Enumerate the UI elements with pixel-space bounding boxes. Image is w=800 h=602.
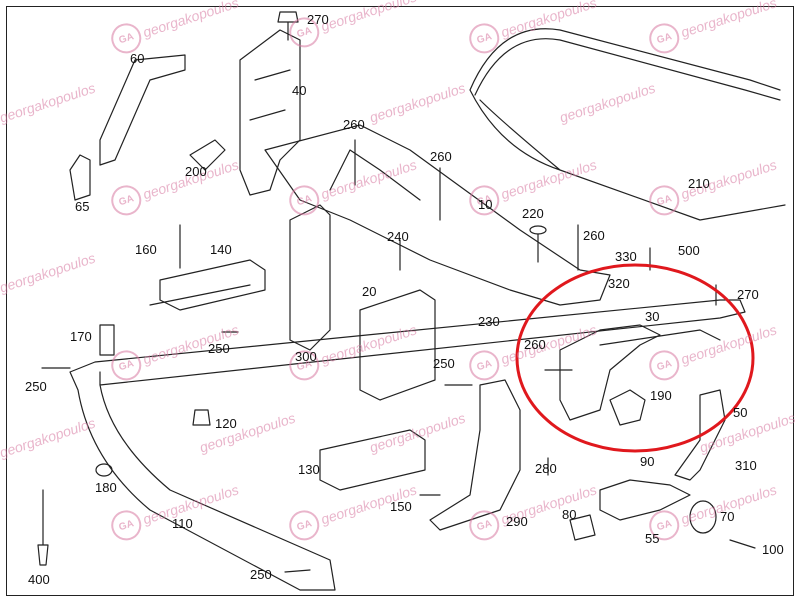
part-label: 400 xyxy=(28,572,50,587)
part-label: 140 xyxy=(210,242,232,257)
part-label: 330 xyxy=(615,249,637,264)
part-label: 10 xyxy=(478,197,493,212)
part-label: 60 xyxy=(130,51,145,66)
part-label: 270 xyxy=(307,12,329,27)
bracket-20 xyxy=(359,289,436,401)
clip-120 xyxy=(192,409,211,426)
bolt-270a xyxy=(277,11,299,41)
part-label: 40 xyxy=(292,83,307,98)
part-label: 55 xyxy=(645,531,660,546)
part-label: 300 xyxy=(295,349,317,364)
part-label: 220 xyxy=(522,206,544,221)
rubber-180 xyxy=(95,463,113,477)
bracket-200 xyxy=(189,139,226,171)
bushing-170 xyxy=(99,324,115,356)
part-label: 90 xyxy=(640,454,655,469)
bolt-400 xyxy=(37,489,49,566)
part-label: 260 xyxy=(524,337,546,352)
part-label: 150 xyxy=(390,499,412,514)
part-label: 260 xyxy=(430,149,452,164)
bushing-80 xyxy=(569,514,596,541)
part-label: 260 xyxy=(583,228,605,243)
bracket-50 xyxy=(674,389,726,481)
bracket-130 xyxy=(319,429,426,491)
bracket-55 xyxy=(599,479,691,521)
part-label: 170 xyxy=(70,329,92,344)
part-label: 270 xyxy=(737,287,759,302)
support-bracket-40 xyxy=(239,29,301,196)
part-label: 180 xyxy=(95,480,117,495)
part-label: 160 xyxy=(135,242,157,257)
part-label: 20 xyxy=(362,284,377,299)
part-label: 320 xyxy=(608,276,630,291)
bracket-140 xyxy=(159,259,266,311)
part-label: 120 xyxy=(215,416,237,431)
part-label: 310 xyxy=(735,458,757,473)
part-label: 210 xyxy=(688,176,710,191)
plug-220 xyxy=(529,225,547,235)
cable-loop xyxy=(469,28,786,221)
part-label: 130 xyxy=(298,462,320,477)
part-label: 250 xyxy=(250,567,272,582)
part-label: 260 xyxy=(343,117,365,132)
crossmember xyxy=(264,124,611,306)
part-label: 230 xyxy=(478,314,500,329)
part-label: 30 xyxy=(645,309,660,324)
part-label: 500 xyxy=(678,243,700,258)
part-label: 190 xyxy=(650,388,672,403)
part-label: 200 xyxy=(185,164,207,179)
part-label: 100 xyxy=(762,542,784,557)
part-label: 50 xyxy=(733,405,748,420)
bracket-300 xyxy=(289,204,331,351)
roller-70 xyxy=(689,500,717,534)
part-label: 250 xyxy=(208,341,230,356)
bracket-290 xyxy=(429,379,521,531)
part-label: 250 xyxy=(433,356,455,371)
part-label: 290 xyxy=(506,514,528,529)
part-label: 280 xyxy=(535,461,557,476)
part-label: 240 xyxy=(387,229,409,244)
highlight-circle xyxy=(515,263,755,453)
part-label: 70 xyxy=(720,509,735,524)
part-label: 250 xyxy=(25,379,47,394)
diagram-frame xyxy=(6,6,794,596)
bracket-65 xyxy=(69,154,91,201)
bracket-190 xyxy=(609,389,646,426)
bracket-30 xyxy=(559,324,661,421)
part-label: 65 xyxy=(75,199,90,214)
part-label: 110 xyxy=(172,516,193,531)
part-label: 80 xyxy=(562,507,577,522)
side-bracket-60 xyxy=(99,54,186,166)
